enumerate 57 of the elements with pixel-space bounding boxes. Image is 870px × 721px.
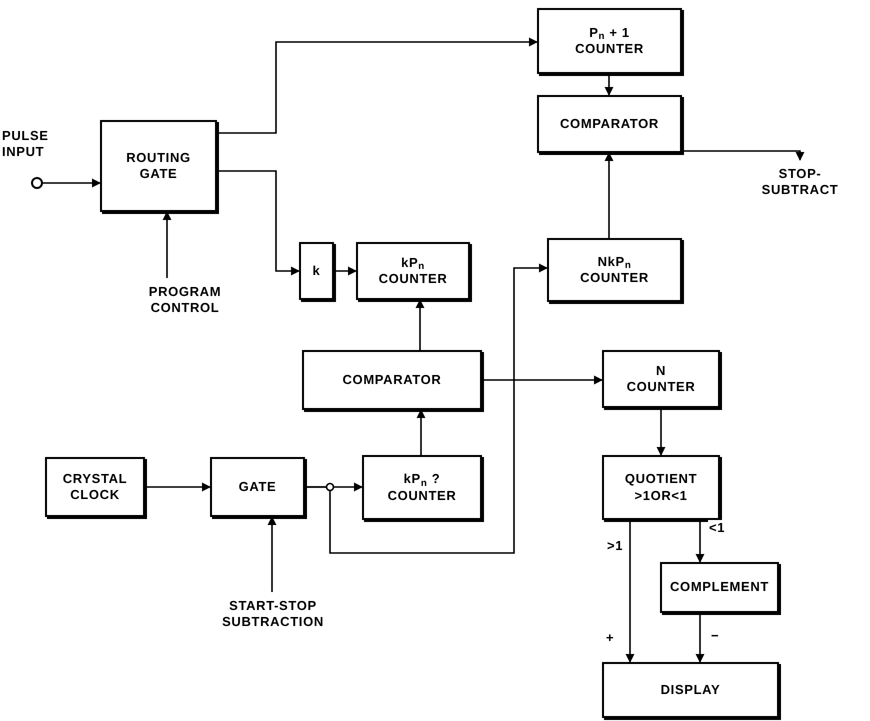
arrow: [268, 516, 276, 592]
arrow: [682, 150, 804, 161]
block-label: COUNTER: [378, 271, 448, 288]
block-label: N: [656, 362, 666, 379]
block-label: COMPARATOR: [560, 116, 659, 132]
signal-label: START-STOP SUBTRACTION: [200, 592, 346, 636]
arrow: [604, 152, 614, 238]
block-label: kP$_{n}$: [401, 254, 425, 271]
arrow: [217, 170, 300, 276]
block-label: COUNTER: [626, 379, 696, 396]
block-label: COUNTER: [575, 41, 644, 58]
block-box: [602, 350, 720, 408]
block-label: kP$_{n}$ ?: [404, 471, 440, 488]
input-terminal: [31, 177, 43, 189]
block-label: ROUTING GATE: [125, 150, 192, 182]
block-box: [210, 457, 305, 517]
block-label: GATE: [238, 478, 276, 496]
block-label: k: [312, 262, 320, 280]
block-box: [537, 95, 682, 153]
block-box: [547, 238, 682, 302]
arrow: [482, 376, 603, 384]
signal-label: PULSE INPUT: [2, 128, 50, 160]
block-box: [299, 242, 334, 300]
arrow: [696, 613, 704, 663]
arrow: [696, 520, 704, 563]
signal-label: STOP-SUBTRACT: [752, 160, 848, 204]
block-label: DISPLAY: [660, 682, 720, 698]
arrow: [416, 299, 424, 350]
arrow: [334, 266, 357, 276]
signal-label: PROGRAM CONTROL: [130, 278, 240, 322]
block-box: [362, 455, 482, 520]
block-box: [602, 455, 720, 520]
polarity-sign: +: [606, 630, 614, 646]
block-label: QUOTIENT >1OR<1: [624, 471, 698, 504]
arrow: [416, 409, 426, 455]
arrow: [305, 264, 548, 554]
block-box: [660, 562, 779, 613]
block-label: CRYSTAL CLOCK: [62, 470, 128, 504]
block-box: [602, 662, 779, 718]
block-box: [537, 8, 682, 74]
block-box: [100, 120, 217, 212]
block-box: [356, 242, 470, 300]
arrow: [217, 38, 538, 134]
block-label: NkP$_{n}$: [598, 254, 632, 270]
block-label: P$_{n}$ + 1: [589, 24, 630, 41]
block-label: COUNTER: [388, 488, 456, 504]
arrow: [604, 74, 614, 96]
block-box: [45, 457, 145, 517]
arrow: [656, 408, 666, 456]
arrow: [145, 482, 211, 492]
block-label: COMPARATOR: [342, 372, 442, 388]
arrow: [626, 520, 634, 663]
arrow: [43, 178, 101, 188]
block-label: COUNTER: [580, 270, 649, 286]
block-box: [302, 350, 482, 410]
arrow: [162, 211, 172, 278]
block-label: COMPLEMENT: [670, 579, 769, 596]
